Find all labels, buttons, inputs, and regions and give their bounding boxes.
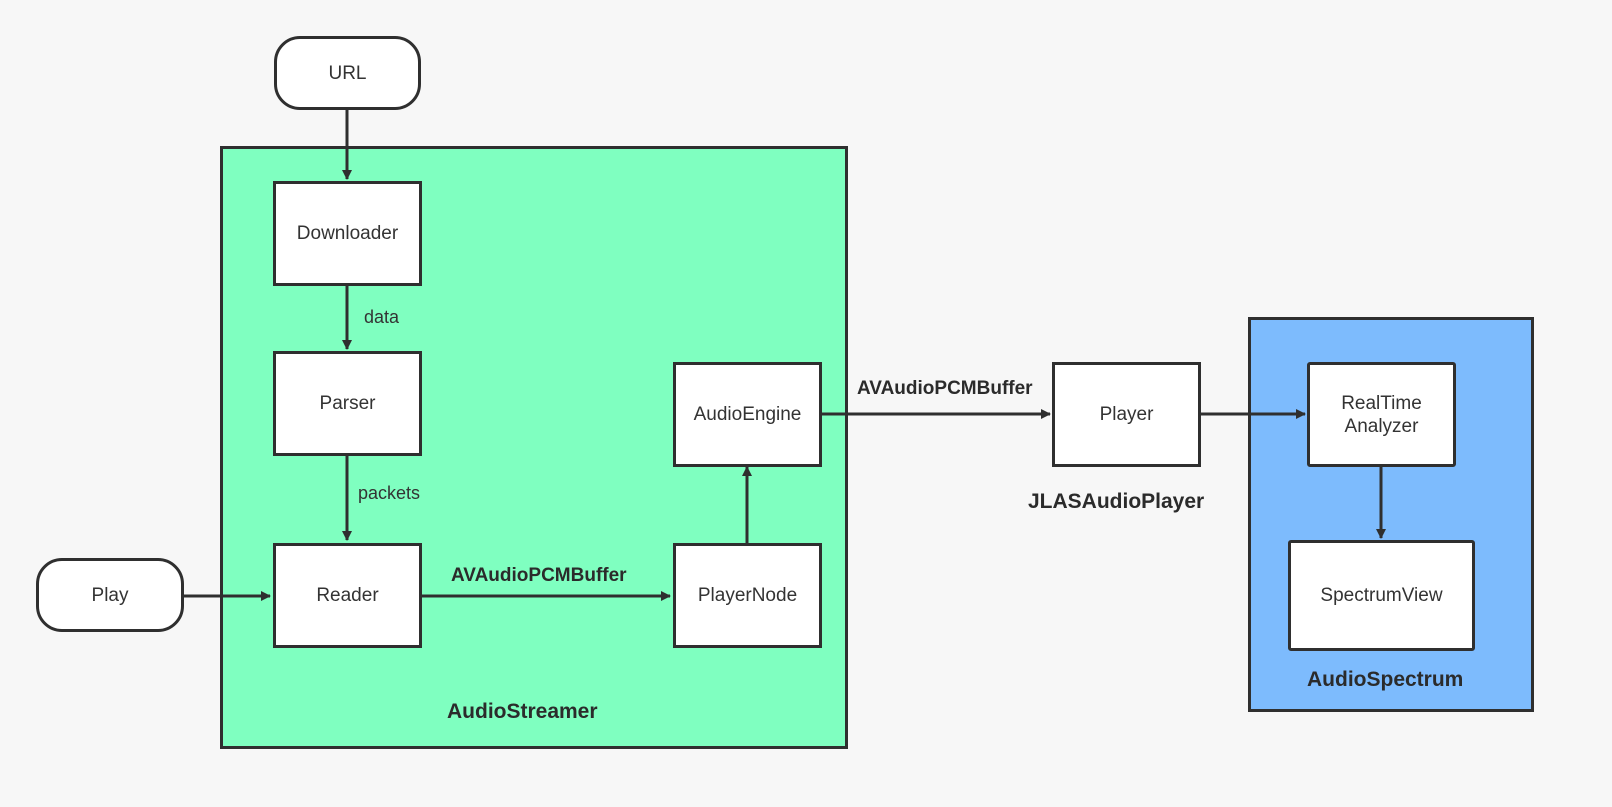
spectrum-view-label: SpectrumView: [1320, 585, 1443, 606]
audio-engine-label: AudioEngine: [693, 404, 802, 425]
url-terminal[interactable]: URL: [274, 36, 421, 110]
parser-box[interactable]: Parser: [273, 351, 422, 456]
reader-label: Reader: [316, 585, 379, 606]
url-label: URL: [328, 62, 367, 84]
reader-box[interactable]: Reader: [273, 543, 422, 648]
downloader-box[interactable]: Downloader: [273, 181, 422, 286]
player-label: Player: [1099, 404, 1154, 425]
jlas-audio-player-title: JLASAudioPlayer: [1028, 490, 1205, 513]
audio-engine-box[interactable]: AudioEngine: [673, 362, 822, 467]
realtime-analyzer-box[interactable]: RealTime Analyzer: [1307, 362, 1456, 467]
player-box[interactable]: Player: [1052, 362, 1201, 467]
edge-label-engine-buffer: AVAudioPCMBuffer: [857, 378, 1033, 399]
spectrum-view-box[interactable]: SpectrumView: [1288, 540, 1475, 651]
player-node-box[interactable]: PlayerNode: [673, 543, 822, 648]
downloader-label: Downloader: [296, 223, 399, 244]
audio-streamer-title: AudioStreamer: [447, 700, 598, 723]
realtime-analyzer-label: RealTime Analyzer: [1341, 392, 1422, 437]
play-label: Play: [91, 584, 129, 606]
edge-label-packets: packets: [358, 483, 421, 503]
edge-label-reader-buffer: AVAudioPCMBuffer: [451, 565, 627, 586]
player-node-label: PlayerNode: [697, 585, 798, 606]
audio-spectrum-title: AudioSpectrum: [1307, 668, 1464, 691]
edge-label-data: data: [364, 307, 400, 327]
play-terminal[interactable]: Play: [36, 558, 184, 632]
parser-label: Parser: [319, 393, 376, 414]
